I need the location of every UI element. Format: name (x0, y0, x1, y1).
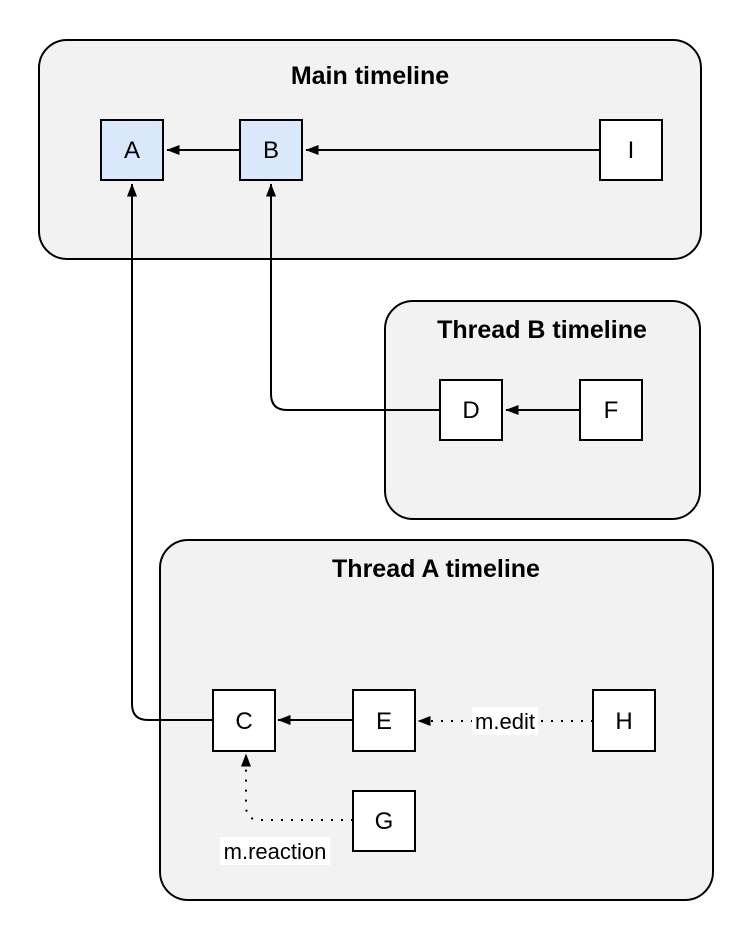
node-b-box (239, 119, 303, 181)
node-f-box (579, 379, 643, 441)
container-main-timeline-title: Main timeline (291, 62, 449, 90)
container-thread-a-timeline-title: Thread A timeline (332, 555, 540, 583)
node-c-label: C (235, 708, 252, 735)
edge-label-m-edit: m.edit (475, 709, 535, 734)
node-g-label: G (375, 808, 394, 835)
node-i-label: I (628, 137, 635, 164)
node-b-label: B (263, 137, 279, 164)
node-d-label: D (462, 397, 479, 424)
edge-label-m-reaction: m.reaction (224, 839, 327, 864)
edge-d-to-b-arrow (266, 183, 440, 411)
edge-c-to-a-arrow (127, 183, 213, 721)
node-g-box (352, 790, 416, 852)
node-i-box (599, 119, 663, 181)
node-e-box (352, 689, 416, 752)
node-d-box (439, 379, 503, 441)
node-h-box (592, 689, 656, 752)
node-c-box (212, 689, 276, 752)
node-a-label: A (124, 137, 140, 164)
container-thread-b-timeline-title: Thread B timeline (437, 316, 647, 344)
node-f-label: F (604, 397, 619, 424)
node-e-label: E (376, 708, 392, 735)
node-h-label: H (615, 708, 632, 735)
edge-label-m-edit-background (472, 707, 538, 735)
edge-label-m-reaction-background (220, 837, 330, 865)
node-a-box (100, 119, 164, 181)
